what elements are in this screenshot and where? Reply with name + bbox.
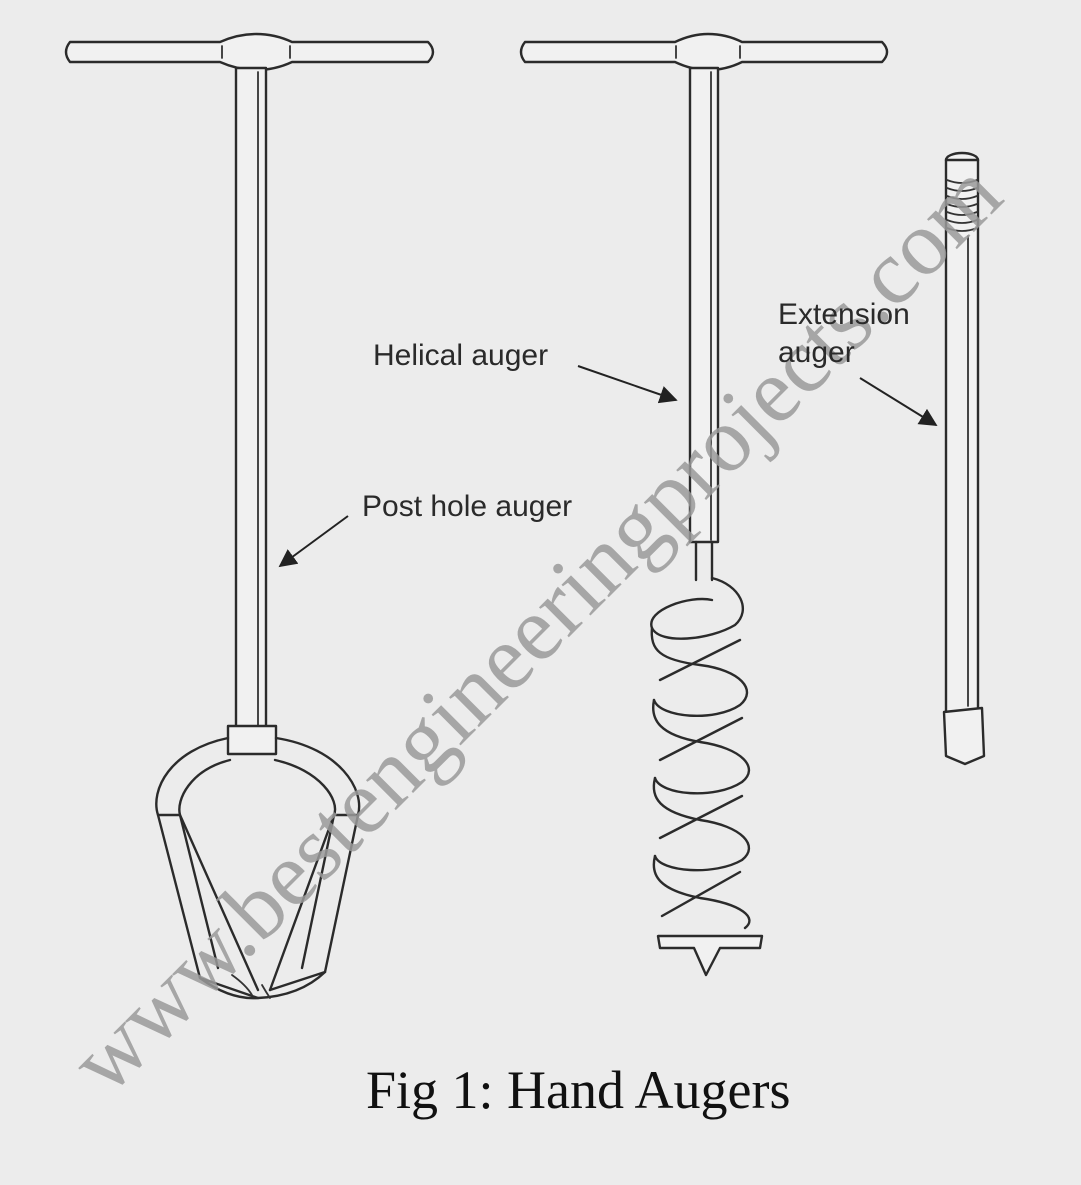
watermark-text: www.bestengineeringprojects.com [50, 142, 1020, 1112]
label-extension-auger-line2: auger [778, 336, 855, 369]
helical-flights [650, 576, 751, 930]
helical-shaft [688, 66, 720, 544]
post-hole-shaft [234, 66, 268, 730]
helical-cutter-base [656, 934, 764, 977]
label-extension-auger-line1: Extension [778, 298, 910, 331]
figure-caption: Fig 1: Hand Augers [366, 1060, 791, 1120]
helical-t-handle [519, 32, 889, 72]
extension-thread [946, 179, 978, 232]
helical-auger-drawing [519, 32, 889, 977]
label-post-hole-auger: Post hole auger [362, 490, 572, 523]
extension-auger-drawing [942, 151, 986, 766]
arrow-post-hole [278, 515, 349, 568]
post-hole-collar [226, 724, 278, 756]
extension-rod [944, 158, 980, 714]
arrow-helical [577, 365, 678, 404]
post-hole-auger-drawing [64, 32, 435, 1000]
extension-tip [942, 706, 986, 766]
label-helical-auger: Helical auger [373, 339, 548, 372]
post-hole-t-handle [64, 32, 435, 72]
arrow-extension [859, 377, 938, 426]
